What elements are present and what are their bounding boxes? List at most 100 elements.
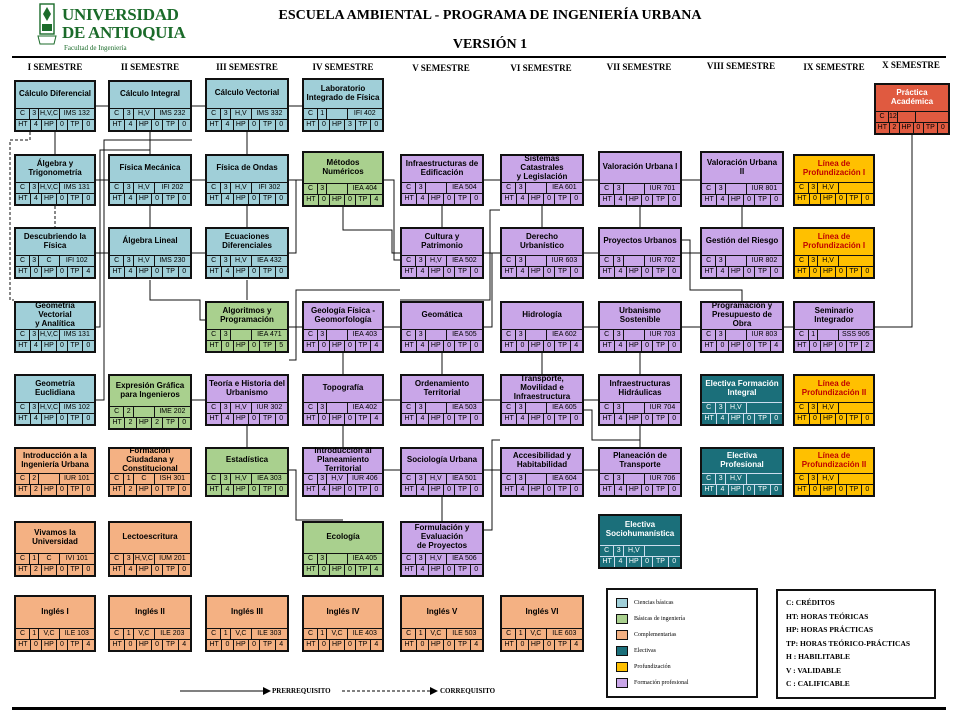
- course-cell: C: [600, 546, 615, 556]
- course-cell: [526, 474, 547, 484]
- course-cell: HP: [429, 565, 444, 575]
- course-cell: TP: [163, 565, 179, 575]
- prerequisite-connector: [342, 207, 400, 254]
- course-cell: H,V: [327, 474, 348, 484]
- course-cell: [426, 183, 447, 193]
- course-cell: 0: [374, 121, 379, 128]
- course-name: Electiva Sociohumanística: [605, 520, 675, 538]
- course-name: Expresión Gráfica para Ingenieros: [115, 380, 185, 399]
- course-cell: HT: [16, 640, 31, 650]
- course-cell: 0: [810, 194, 821, 204]
- course-cell: HP: [137, 565, 152, 575]
- course-cell: TP: [68, 485, 83, 495]
- course-cell: HT: [502, 267, 518, 277]
- course-cell: HT: [16, 267, 31, 277]
- course-name: Hidrología: [522, 310, 562, 320]
- course-cell: HT: [207, 267, 223, 277]
- course-cell: TP: [68, 341, 83, 351]
- course-cell: 0: [474, 342, 479, 349]
- course-cell: 0: [249, 485, 261, 495]
- course-cell: HT: [402, 414, 418, 424]
- course-name: Ecología: [326, 532, 360, 542]
- course-cell: HT: [304, 485, 319, 495]
- course-cell: HP: [42, 120, 57, 130]
- course-cell: IEA 402: [352, 404, 378, 411]
- course-cell: TP: [455, 640, 471, 650]
- course-cell: HP: [627, 557, 642, 567]
- course-cell: C: [207, 403, 222, 413]
- course-cell: 0: [249, 194, 261, 204]
- course-cell: IEA 604: [552, 475, 577, 482]
- course-cell: C: [304, 629, 319, 639]
- course-cell: HP: [234, 120, 249, 130]
- course-cell: C: [795, 403, 810, 413]
- course-cell: 0: [279, 486, 284, 493]
- course-cell: TP: [653, 195, 669, 205]
- course-cell: HT: [502, 640, 518, 650]
- course-cell: IFI 202: [161, 184, 184, 191]
- course-cell: HP: [137, 120, 152, 130]
- course-cell: TP: [755, 267, 771, 277]
- course-cell: 0: [574, 268, 579, 275]
- course-cell: HP: [234, 640, 249, 650]
- course-name: Álgebra Lineal: [122, 236, 178, 246]
- course-name: Ecuaciones Diferenciales: [222, 231, 272, 250]
- course-cell: 1: [416, 629, 426, 639]
- course-cell: IFI 402: [353, 110, 376, 117]
- course-cell: H,V: [726, 474, 747, 484]
- course-cell: 0: [279, 121, 284, 128]
- course-cell: 4: [374, 196, 379, 203]
- course-cell: 0: [152, 267, 164, 277]
- course-cell: [645, 546, 680, 556]
- prerequisite-connector: [289, 469, 343, 521]
- course-cell: IEA 505: [452, 331, 477, 338]
- legend-label: Formación profesional: [634, 680, 689, 686]
- course-cell: 4: [31, 341, 42, 351]
- course-cell: TP: [924, 123, 938, 133]
- course-cell: 0: [152, 120, 164, 130]
- course-cell: IUR 801: [751, 185, 778, 192]
- course-cell: [624, 184, 645, 194]
- course-cell: 0: [717, 341, 729, 351]
- course-cell: 4: [717, 267, 729, 277]
- course-cell: 4: [417, 194, 429, 204]
- course-cell: HP: [234, 194, 249, 204]
- course-cell: 1: [318, 109, 328, 119]
- course-cell: C: [402, 629, 417, 639]
- course-cell: 4: [374, 415, 379, 422]
- course-cell: 0: [125, 640, 137, 650]
- course-cell: 0: [57, 640, 68, 650]
- course-cell: ISH 301: [159, 475, 186, 482]
- course-cell: 4: [182, 641, 187, 648]
- course-cell: TP: [260, 640, 276, 650]
- prerequisite-connector: [149, 280, 205, 321]
- legend-swatch: [616, 646, 628, 656]
- course-cell: TP: [755, 341, 771, 351]
- course-name: Introducción a la Ingeniería Urbana: [21, 450, 89, 469]
- course-cell: 4: [374, 342, 379, 349]
- course-cell: IEA 605: [552, 404, 577, 411]
- course-name: Inglés II: [135, 606, 165, 616]
- semester-4-header: IV SEMESTRE: [312, 62, 374, 72]
- key-line: HP: HORAS PRÁCTICAS: [786, 625, 874, 634]
